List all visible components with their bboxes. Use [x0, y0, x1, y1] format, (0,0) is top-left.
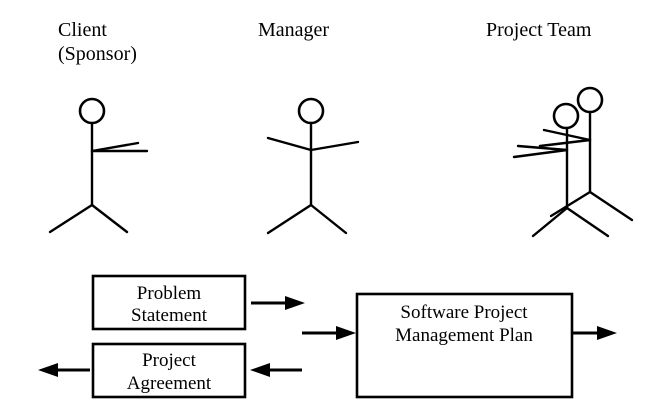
arrow-problem-statement-out: [251, 296, 305, 310]
team-back-leg-left: [549, 190, 592, 218]
manager-head: [297, 97, 325, 125]
client-stick-figure: [48, 97, 149, 234]
arrow-project-agreement-out: [38, 363, 90, 377]
team-back-leg-right: [588, 190, 634, 222]
client-label: Client (Sponsor): [58, 19, 137, 65]
problem-statement-box: Problem Statement: [91, 274, 247, 331]
project-agreement-line2: Agreement: [127, 373, 212, 394]
team-back-arm-2: [538, 138, 592, 148]
client-leg-right: [90, 203, 129, 234]
client-head: [78, 97, 106, 125]
arrow-into-spmp: [302, 326, 356, 340]
project-agreement-line1: Project: [142, 350, 197, 371]
manager-label: Manager: [258, 19, 329, 41]
manager-stick-figure: [266, 97, 360, 235]
spmp-box: Software Project Management Plan: [355, 292, 574, 399]
project-team-label: Project Team: [486, 19, 592, 41]
project-agreement-box: Project Agreement: [91, 342, 247, 399]
arrow-spmp-out: [572, 326, 617, 340]
problem-statement-rect: [91, 274, 247, 331]
spmp-line2: Management Plan: [395, 325, 533, 346]
team-member-back: [538, 86, 634, 222]
client-leg-left: [48, 203, 94, 234]
team-back-head: [576, 86, 604, 114]
team-front-arm-1: [516, 144, 569, 152]
manager-arm-left: [266, 136, 313, 152]
manager-leg-right: [309, 203, 348, 235]
project-team-stick-figures: [512, 86, 634, 238]
team-front-arm-2: [512, 148, 569, 159]
team-front-leg-left: [531, 206, 569, 238]
problem-statement-line2: Statement: [131, 305, 208, 326]
client-arm-2: [90, 141, 140, 153]
manager-leg-left: [266, 203, 313, 235]
problem-statement-line1: Problem: [137, 283, 202, 304]
spmp-rect: [355, 292, 574, 399]
manager-arm-right: [309, 140, 360, 152]
client-label-line1: Client: [58, 19, 107, 41]
team-front-head: [552, 102, 580, 130]
client-label-line2: (Sponsor): [58, 43, 137, 65]
project-agreement-rect: [91, 342, 247, 399]
arrow-into-project-agreement: [250, 363, 302, 377]
spmp-line1: Software Project: [400, 302, 528, 323]
team-member-front: [512, 102, 610, 238]
team-front-leg-right: [565, 206, 610, 238]
